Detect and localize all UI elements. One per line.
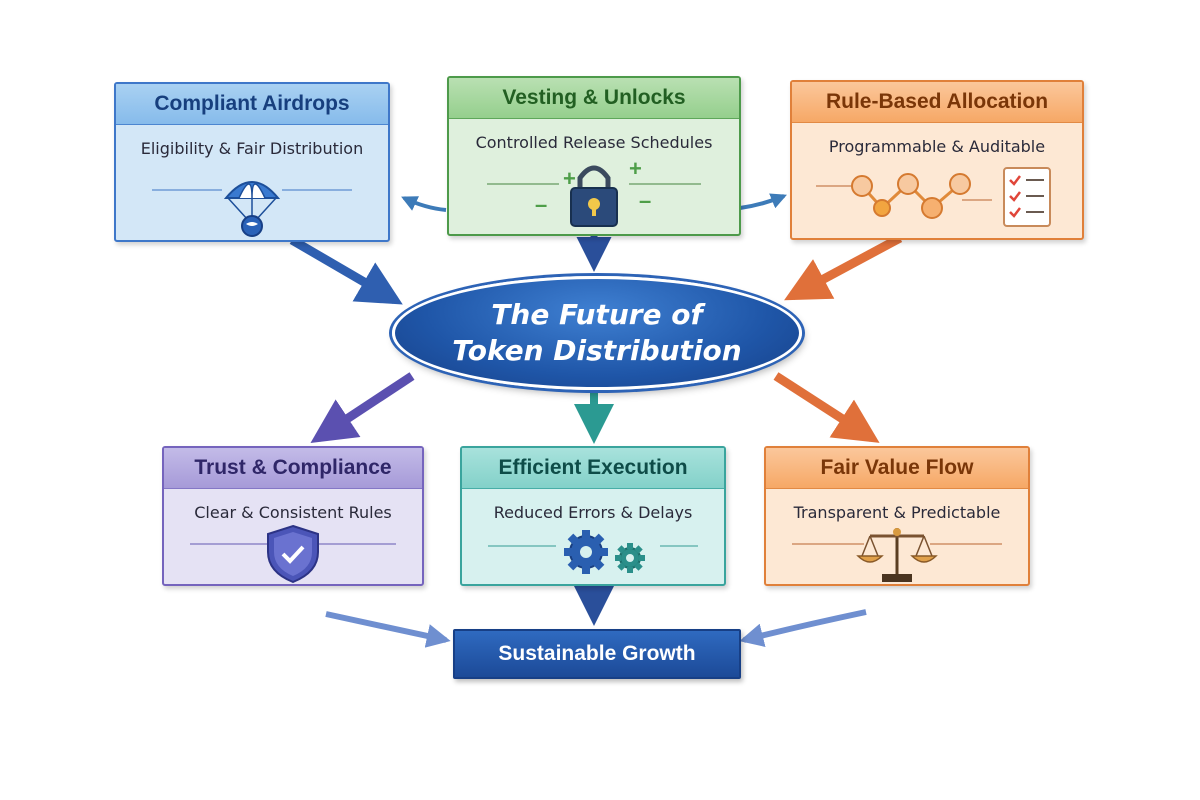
box-efficient-execution: Efficient Execution Reduced Errors & Del… bbox=[460, 446, 726, 586]
box-trust-compliance: Trust & Compliance Clear & Consistent Ru… bbox=[162, 446, 424, 586]
arrow-vesting-to-allocation bbox=[739, 193, 787, 210]
shield-check-icon bbox=[190, 524, 396, 584]
box-vesting-unlocks: Vesting & Unlocks Controlled Release Sch… bbox=[447, 76, 741, 236]
box-subtitle: Eligibility & Fair Distribution bbox=[140, 139, 364, 158]
box-title: Efficient Execution bbox=[462, 448, 724, 489]
box-subtitle: Transparent & Predictable bbox=[793, 503, 1001, 522]
arrow-center-to-trust bbox=[310, 372, 415, 443]
center-title-line2: Token Distribution bbox=[452, 334, 742, 367]
checklist-icon bbox=[816, 167, 1051, 227]
box-fair-value-flow: Fair Value Flow Transparent & Predictabl… bbox=[764, 446, 1030, 586]
box-title: Fair Value Flow bbox=[766, 448, 1028, 489]
box-compliant-airdrops: Compliant Airdrops Eligibility & Fair Di… bbox=[114, 82, 390, 242]
sustainable-growth-box: Sustainable Growth bbox=[453, 629, 741, 679]
arrow-left-to-growth bbox=[325, 611, 451, 648]
svg-text:+: + bbox=[563, 166, 576, 191]
scales-icon bbox=[792, 528, 1002, 582]
box-subtitle: Programmable & Auditable bbox=[828, 137, 1046, 156]
svg-text:–: – bbox=[535, 192, 547, 217]
svg-text:+: + bbox=[629, 156, 642, 181]
arrow-vesting-to-airdrops bbox=[401, 196, 447, 212]
parachute-icon bbox=[152, 181, 352, 237]
center-title-line1: The Future of bbox=[491, 298, 703, 331]
box-subtitle: Controlled Release Schedules bbox=[475, 133, 713, 152]
box-title: Vesting & Unlocks bbox=[449, 78, 739, 119]
box-subtitle: Reduced Errors & Delays bbox=[493, 503, 693, 522]
arrow-allocation-to-center bbox=[784, 234, 903, 301]
box-title: Trust & Compliance bbox=[164, 448, 422, 489]
padlock-icon: + – + – bbox=[487, 156, 701, 227]
box-rule-based-allocation: Rule-Based Allocation Programmable & Aud… bbox=[790, 80, 1084, 240]
arrow-airdrops-to-center bbox=[289, 236, 403, 305]
box-title: Compliant Airdrops bbox=[116, 84, 388, 125]
gears-icon bbox=[488, 530, 698, 574]
box-subtitle: Clear & Consistent Rules bbox=[194, 503, 392, 522]
center-ellipse: The Future of Token Distribution bbox=[392, 276, 802, 390]
box-title: Rule-Based Allocation bbox=[792, 82, 1082, 123]
arrow-center-to-value bbox=[773, 372, 880, 443]
arrow-right-to-growth bbox=[739, 609, 867, 647]
svg-text:–: – bbox=[639, 188, 651, 213]
